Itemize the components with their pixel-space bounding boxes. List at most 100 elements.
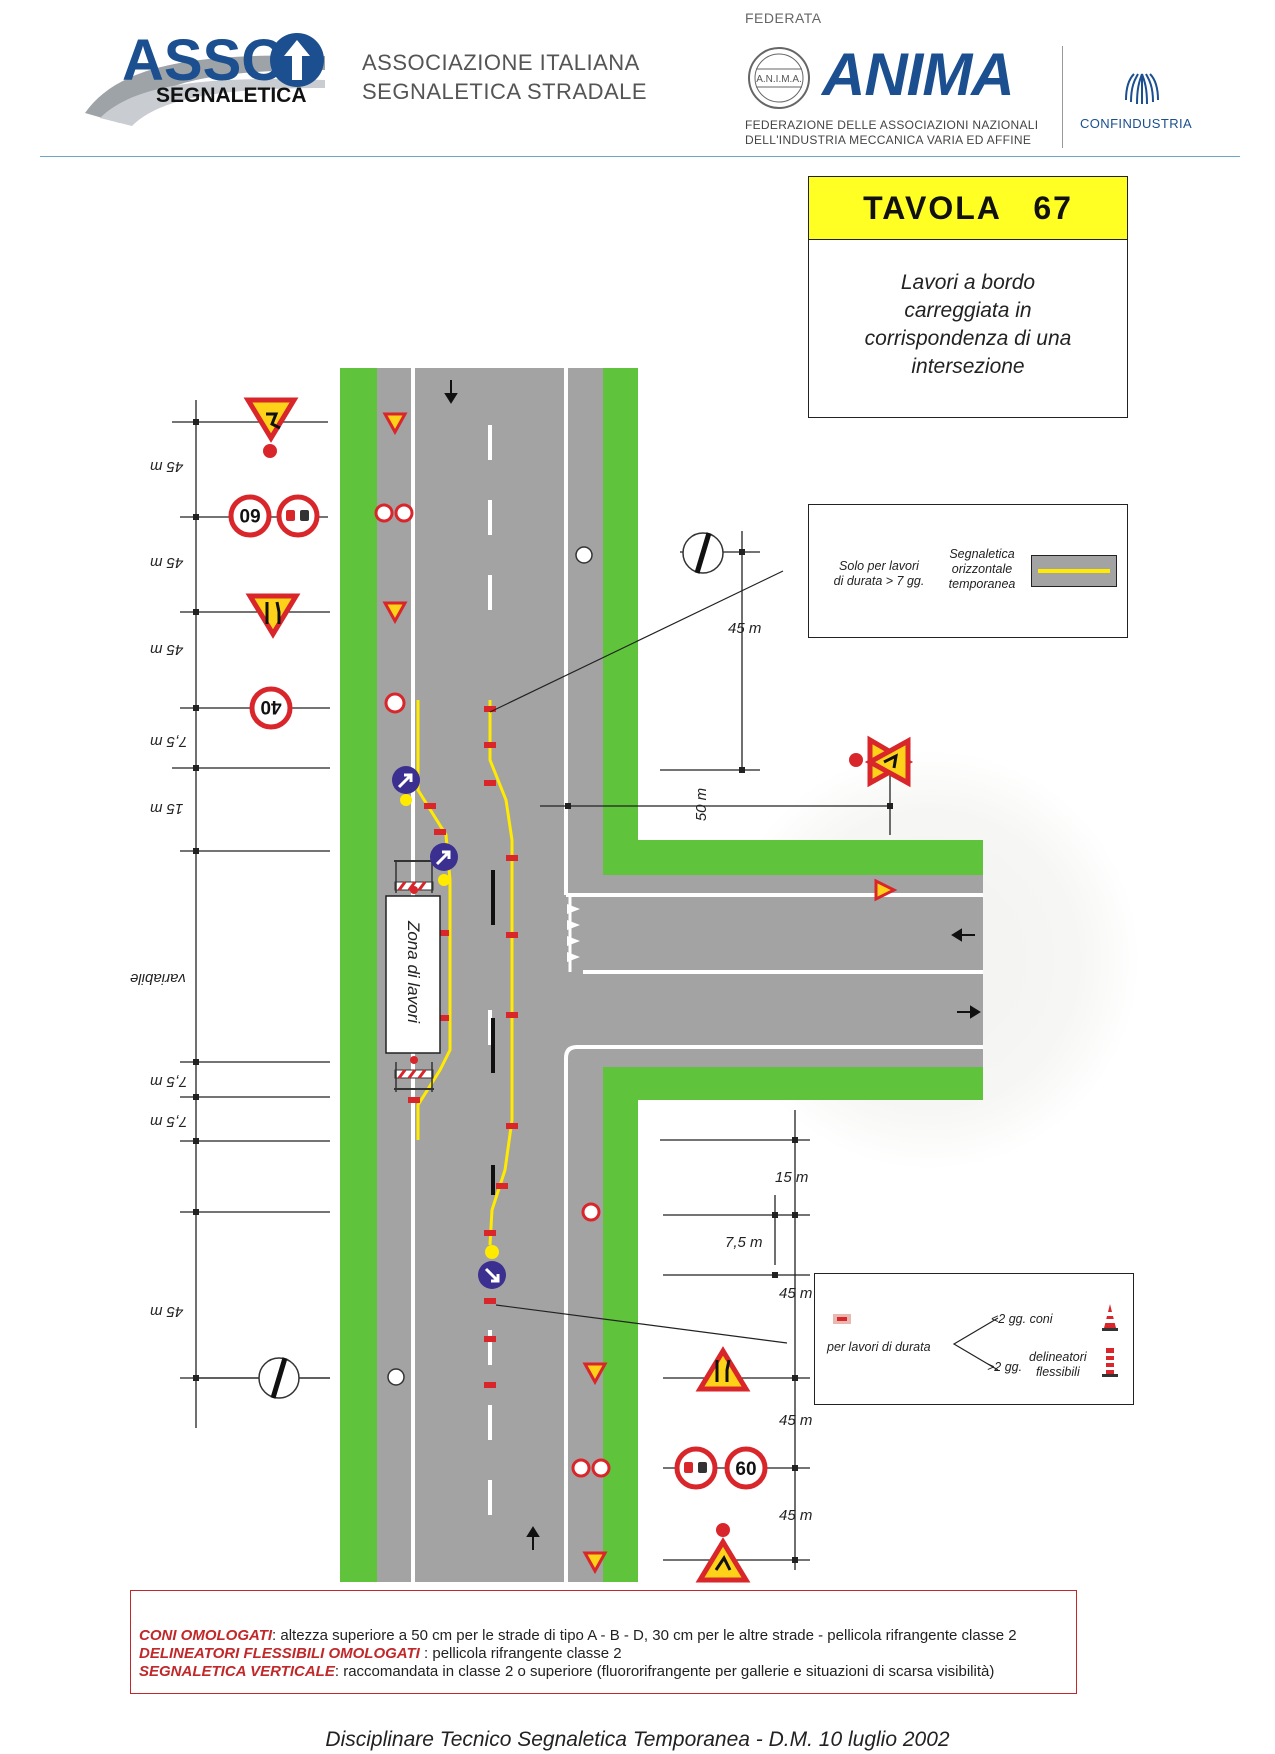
svg-text:A.N.I.M.A.: A.N.I.M.A. — [756, 74, 802, 85]
keep-left-sign-icon — [478, 1245, 506, 1289]
dim-left-7-5m-3: 7,5 m — [150, 1113, 188, 1130]
barrier-top — [394, 860, 434, 894]
roadworks-sign-side-road-icon — [849, 735, 914, 788]
warning-triangle-right-small-icon — [582, 878, 898, 1575]
anima-seal: A.N.I.M.A. — [746, 45, 812, 111]
confindustria-eagle-icon — [1120, 70, 1164, 110]
asso-wordmark: ASSO — [122, 28, 286, 93]
dim-left-15m: 15 m — [150, 800, 184, 817]
asso-sub-wordmark: SEGNALETICA — [156, 84, 307, 107]
dim-right-50m: 50 m — [693, 787, 711, 822]
svg-text:60: 60 — [239, 504, 260, 525]
note-label: DELINEATORI FLESSIBILI OMOLOGATI — [139, 1645, 420, 1662]
right-verge-bottom — [603, 1067, 638, 1582]
give-way-markings — [567, 904, 580, 962]
legend-bracket — [952, 1317, 999, 1371]
right-shoulder-bottom — [566, 1100, 603, 1582]
desc-line: corrispondenza di una — [864, 327, 1072, 350]
keep-right-sign-1-icon — [392, 766, 420, 806]
legend-text-line: flessibili — [1035, 1365, 1080, 1379]
dim-left-7-5m-1: 7,5 m — [150, 733, 188, 750]
legend-text-line: delineatori — [1029, 1350, 1087, 1364]
header-divider — [1062, 46, 1063, 148]
end-restrictions-sign-right-icon — [682, 532, 724, 574]
asso-logo: ASSO SEGNALETICA — [80, 18, 330, 138]
right-edge-line-bottom — [564, 1045, 983, 1582]
legend-delin-prefix: >2 gg. — [987, 1360, 1023, 1374]
cone-icon — [1101, 1302, 1119, 1337]
keep-right-sign-2-icon — [430, 843, 458, 886]
dim-right-45m-3: 45 m — [779, 1412, 813, 1429]
legend-delineators: per lavori di durata <2 gg. coni >2 gg. … — [814, 1273, 1134, 1405]
dim-left-7-5m-2: 7,5 m — [150, 1073, 188, 1090]
dim-left-45m-4: 45 m — [150, 1303, 184, 1320]
warning-triangle-small-icon — [382, 412, 408, 625]
dim-right-45m-4: 45 m — [779, 1507, 813, 1524]
anima-sub-1: FEDERAZIONE DELLE ASSOCIAZIONI NAZIONALI — [745, 118, 1039, 132]
desc-line: carreggiata in — [904, 299, 1032, 322]
confindustria-label: CONFINDUSTRIA — [1080, 116, 1193, 131]
footer: Disciplinare Tecnico Segnaletica Tempora… — [325, 1728, 950, 1751]
title-description: Lavori a bordo carreggiata in corrispond… — [819, 269, 1117, 381]
dim-right-45m-2: 45 m — [779, 1285, 813, 1302]
legend-top-left-text: Solo per lavori di durata > 7 gg. — [819, 559, 939, 589]
leader-top — [489, 570, 784, 713]
note-text: : pellicola rifrangente classe 2 — [419, 1645, 622, 1662]
works-zone-label: Zona di lavori — [404, 920, 423, 1024]
yellow-marking-swatch — [1031, 555, 1117, 587]
lane-narrowing-sign-icon — [245, 593, 301, 639]
desc-line: intersezione — [911, 355, 1025, 378]
side-road-verge-bottom — [605, 1067, 983, 1100]
anima-sub-2: DELL'INDUSTRIA MECCANICA VARIA ED AFFINE — [745, 133, 1032, 147]
dim-left-variabile: variabile — [130, 970, 186, 987]
svg-text:40: 40 — [260, 696, 281, 717]
association-name: ASSOCIAZIONE ITALIANA SEGNALETICA STRADA… — [362, 48, 647, 106]
works-zone — [385, 895, 441, 1054]
assoc-line-1: ASSOCIAZIONE ITALIANA — [362, 50, 640, 75]
no-overtaking-sign-right-icon — [674, 1446, 718, 1490]
note-label: CONI OMOLOGATI — [139, 1627, 273, 1644]
note-text: : altezza superiore a 50 cm per le strad… — [272, 1627, 1017, 1644]
leader-bottom — [495, 1304, 788, 1344]
speed-limit-60-sign-icon: 60 — [228, 494, 272, 538]
end-restriction-small-icon — [387, 546, 593, 1386]
legend-text-line: Solo per lavori — [839, 559, 919, 573]
notes-box: CONI OMOLOGATI: altezza superiore a 50 c… — [130, 1590, 1077, 1694]
direction-arrows — [444, 380, 981, 1550]
delineators — [408, 706, 518, 1388]
dim-right-15m: 15 m — [775, 1169, 809, 1186]
temporary-yellow-line-right — [488, 700, 514, 1246]
title-box: TAVOLA 67 Lavori a bordo carreggiata in … — [808, 176, 1128, 418]
note-label: SEGNALETICA VERTICALE — [139, 1663, 335, 1680]
note-vertical-signs: SEGNALETICA VERTICALE: raccomandata in c… — [139, 1663, 994, 1681]
no-overtaking-sign-icon — [276, 494, 320, 538]
temporary-yellow-line-left — [416, 700, 452, 1140]
legend-temporary-marking: Solo per lavori di durata > 7 gg. Segnal… — [808, 504, 1128, 638]
legend-top-right-text: Segnaletica orizzontale temporanea — [937, 547, 1027, 592]
barrier-bottom — [394, 1056, 434, 1092]
svg-text:60: 60 — [735, 1459, 756, 1480]
note-delineators: DELINEATORI FLESSIBILI OMOLOGATI : pelli… — [139, 1645, 622, 1663]
anima-logo: ANIMA — [822, 41, 1015, 108]
speed-limit-small-icon — [374, 503, 611, 1478]
end-restrictions-sign-left-icon — [196, 1357, 330, 1399]
speed-limit-60-sign-right-icon: 60 — [724, 1446, 768, 1490]
roadworks-warning-sign-icon — [243, 397, 299, 458]
roadworks-sign-right-icon — [695, 1523, 751, 1583]
legend-cones-text: <2 gg. coni — [991, 1312, 1053, 1326]
legend-text-line: Segnaletica — [949, 547, 1015, 561]
side-road-verge-top — [603, 840, 983, 875]
right-shoulder-top — [566, 368, 603, 875]
note-text: : raccomandata in classe 2 o superiore (… — [334, 1663, 995, 1680]
dim-right-7-5m: 7,5 m — [725, 1234, 763, 1251]
anima-description: FEDERAZIONE DELLE ASSOCIAZIONI NAZIONALI… — [745, 118, 1038, 148]
federata-label: FEDERATA — [745, 10, 822, 26]
left-dimension-lines — [172, 400, 330, 1428]
dim-left-45m-2: 45 m — [150, 554, 184, 571]
title: TAVOLA 67 — [809, 177, 1127, 240]
speed-limit-40-sign-icon: 40 — [249, 686, 293, 730]
note-cones: CONI OMOLOGATI: altezza superiore a 50 c… — [139, 1627, 1017, 1645]
legend-duration-intro: per lavori di durata — [827, 1340, 931, 1354]
dim-right-45m-1: 45 m — [728, 620, 762, 637]
